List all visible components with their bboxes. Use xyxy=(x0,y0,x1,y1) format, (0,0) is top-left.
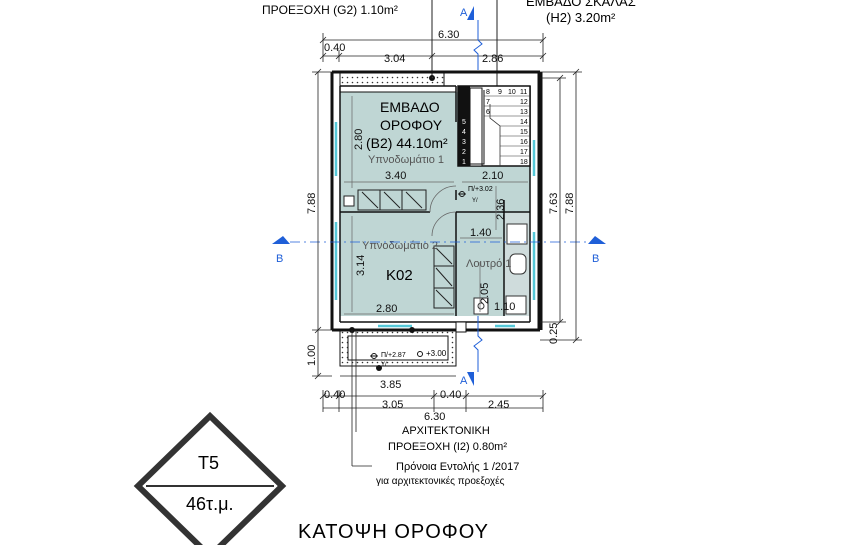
stair-block xyxy=(457,85,531,167)
arch-projection-line1: ΑΡΧΙΤΕΚΤΟΝΙΚΗ xyxy=(402,425,490,437)
right-side-dimensions xyxy=(540,68,582,344)
svg-text:+3.00: +3.00 xyxy=(426,349,447,358)
unit-badge: T5 46τ.μ. xyxy=(133,411,287,545)
level-marker-balcony: Π/+2.87 Y/ +3.00 xyxy=(370,349,447,368)
dim-bedroom1-depth: 2.80 xyxy=(353,129,365,150)
dim-left-total: 7.88 xyxy=(306,193,318,214)
inner-dimension-lines xyxy=(344,96,528,315)
dim-right-total: 7.88 xyxy=(564,193,576,214)
left-side-dimensions xyxy=(312,68,332,380)
floor-area-line3: (B2) 44.10m² xyxy=(366,135,448,151)
door-swing-bedroom-2 xyxy=(431,211,457,237)
svg-text:1: 1 xyxy=(462,159,466,166)
level-marker-interior: Π/+3.02 Y/ xyxy=(458,186,493,204)
svg-text:9: 9 xyxy=(498,89,502,96)
top-parapet xyxy=(339,71,445,87)
svg-text:Π/+2.87: Π/+2.87 xyxy=(381,352,406,359)
projection-g2-label: ΠΡΟΕΞΟΧΗ (G2) 1.10m² xyxy=(262,3,398,17)
stair-step-numbers: 8 9 10 11 7 12 6 13 5 14 4 15 3 16 2 17 … xyxy=(462,89,528,166)
section-marker-a-top: A xyxy=(460,6,483,70)
dim-bedroom2-depth: 3.14 xyxy=(355,255,367,276)
svg-text:8: 8 xyxy=(486,89,490,96)
arch-projection-line2: ΠΡΟΕΞΟΧΗ (I2) 0.80m² xyxy=(388,441,507,453)
dim-top-left: 3.04 xyxy=(384,53,405,65)
dim-right-bottom: 0.25 xyxy=(548,323,560,344)
wardrobe-bedroom-2 xyxy=(433,245,455,309)
room-label-bedroom-1: Υπνοδωμάτιο 1 xyxy=(368,154,444,166)
svg-text:Y/: Y/ xyxy=(472,198,478,204)
svg-text:15: 15 xyxy=(520,129,528,136)
svg-text:14: 14 xyxy=(520,119,528,126)
svg-text:Y/: Y/ xyxy=(381,362,387,368)
axis-b: B B xyxy=(272,236,606,265)
interior-walls xyxy=(340,86,530,316)
unit-badge-area: 46τ.μ. xyxy=(186,494,234,514)
svg-text:11: 11 xyxy=(520,89,527,96)
svg-text:B: B xyxy=(276,253,283,265)
balcony xyxy=(339,321,467,371)
svg-text:Π/+3.02: Π/+3.02 xyxy=(468,186,493,193)
svg-text:17: 17 xyxy=(520,149,528,156)
svg-text:A: A xyxy=(460,375,468,387)
dim-hall-depth: 2.36 xyxy=(495,199,507,220)
dim-bottom-offset-left: 0.40 xyxy=(324,389,345,401)
stair-area-title: ΕΜΒΑΔΟ ΣΚΑΛΑΣ xyxy=(526,0,636,9)
top-annotations: ΠΡΟΕΞΟΧΗ (G2) 1.10m² ΕΜΒΑΔΟ ΣΚΑΛΑΣ (H2) … xyxy=(262,0,636,106)
dim-bottom-right: 2.45 xyxy=(488,399,509,411)
windows xyxy=(334,122,536,328)
dim-hall-width: 1.40 xyxy=(470,227,491,239)
dim-bathroom-depth: 2.05 xyxy=(479,283,491,304)
svg-text:10: 10 xyxy=(508,89,516,96)
dim-bottom-left: 3.05 xyxy=(382,399,403,411)
dim-top-offset: 0.40 xyxy=(324,42,345,54)
svg-text:6: 6 xyxy=(486,109,490,116)
dim-right-inner: 7.63 xyxy=(548,193,560,214)
provision-line2: για αρχιτεκτονικές προεξοχές xyxy=(376,475,505,487)
svg-text:B: B xyxy=(592,253,599,265)
room-label-bedroom-2: Υπνοδωμάτιο 2 xyxy=(362,240,438,252)
dim-stair-width: 2.10 xyxy=(482,170,503,182)
plan-title: ΚΑΤΟΨΗ ΟΡΟΦΟΥ xyxy=(298,521,489,543)
dim-bedroom2-width: 2.80 xyxy=(376,303,397,315)
svg-text:7: 7 xyxy=(486,99,490,106)
svg-text:5: 5 xyxy=(462,119,466,126)
svg-text:2: 2 xyxy=(462,149,466,156)
unit-badge-code: T5 xyxy=(198,453,219,473)
dim-bottom-total: 6.30 xyxy=(424,411,445,423)
door-swing-bedroom xyxy=(429,185,457,213)
svg-text:3: 3 xyxy=(462,139,466,146)
dim-top-total: 6.30 xyxy=(438,29,459,41)
svg-text:16: 16 xyxy=(520,139,528,146)
bottom-leaders xyxy=(351,330,372,467)
provision-line1: Πρόνοια Εντολής 1 /2017 xyxy=(396,461,519,473)
wardrobe-bedroom-1 xyxy=(343,189,427,211)
dim-bathroom-width: 1.10 xyxy=(494,301,515,313)
floor-area-line2: ΟΡΟΦΟΥ xyxy=(380,117,443,133)
bathroom-fixtures xyxy=(473,223,528,315)
svg-text:12: 12 xyxy=(520,99,528,106)
stair-area-value: (H2) 3.20m² xyxy=(546,10,616,25)
room-label-k02: K02 xyxy=(386,267,413,284)
floor-area-line1: ΕΜΒΑΔΟ xyxy=(380,99,440,115)
top-dimensions xyxy=(319,33,547,62)
svg-text:A: A xyxy=(460,7,468,19)
dim-balcony-width: 3.85 xyxy=(380,379,401,391)
svg-text:13: 13 xyxy=(520,109,528,116)
svg-text:4: 4 xyxy=(462,129,466,136)
bottom-dimensions xyxy=(319,375,547,412)
dim-top-right: 2.86 xyxy=(482,53,503,65)
dim-bedroom1-width: 3.40 xyxy=(385,170,406,182)
dim-left-bottom: 1.00 xyxy=(306,345,318,366)
svg-text:18: 18 xyxy=(520,159,528,166)
dim-bottom-offset-mid: 0.40 xyxy=(440,389,461,401)
room-label-bathroom: Λουτρό 1 xyxy=(466,258,511,270)
section-marker-a-bottom: A xyxy=(460,316,483,387)
